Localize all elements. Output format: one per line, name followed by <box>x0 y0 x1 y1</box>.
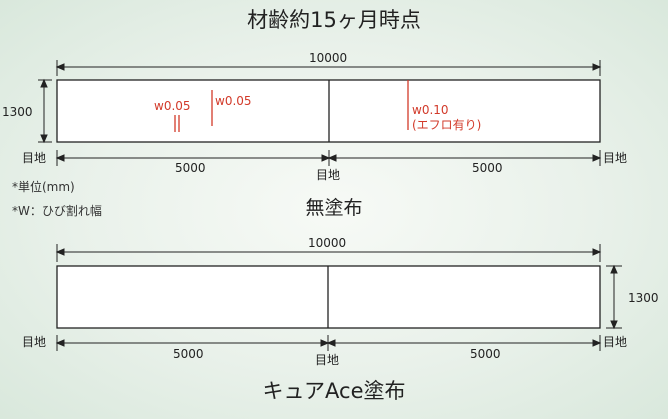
bottom-length-dimension <box>55 244 602 262</box>
crack-label-1: w0.05 <box>154 99 191 113</box>
top-height-label: 1300 <box>2 105 33 119</box>
top-joint-left-label: 目地 <box>22 151 47 165</box>
crack-lines <box>174 80 409 132</box>
top-length-label: 10000 <box>309 51 348 65</box>
bottom-joint-center-label: 目地 <box>315 353 340 367</box>
top-span-right-label: 5000 <box>472 161 503 175</box>
bottom-span-left-label: 5000 <box>173 347 204 361</box>
top-joint-right-label: 目地 <box>603 151 628 165</box>
top-panel-title: 無塗布 <box>305 197 363 219</box>
bottom-height-label: 1300 <box>628 291 659 305</box>
note-unit: *単位(mm) <box>12 180 75 194</box>
bottom-span-right-label: 5000 <box>470 347 501 361</box>
bottom-height-dimension <box>606 264 622 330</box>
top-length-dimension <box>55 60 602 76</box>
bottom-length-label: 10000 <box>308 236 347 250</box>
crack-label-3: w0.10 <box>412 103 449 117</box>
crack-label-2: w0.05 <box>215 94 252 108</box>
bottom-span-dimension <box>55 335 602 351</box>
bottom-joint-left-label: 目地 <box>22 335 47 349</box>
top-joint-center-label: 目地 <box>316 168 341 182</box>
bottom-joint-right-label: 目地 <box>603 335 628 349</box>
crack-label-3-note: (エフロ有り) <box>412 118 482 132</box>
top-height-dimension <box>38 78 52 144</box>
bottom-panel-title: キュアAce塗布 <box>262 379 406 403</box>
note-crack-width: *W：ひび割れ幅 <box>12 204 102 218</box>
top-span-left-label: 5000 <box>175 161 206 175</box>
page-title: 材齢約15ヶ月時点 <box>247 8 421 32</box>
top-span-dimension <box>55 150 602 166</box>
